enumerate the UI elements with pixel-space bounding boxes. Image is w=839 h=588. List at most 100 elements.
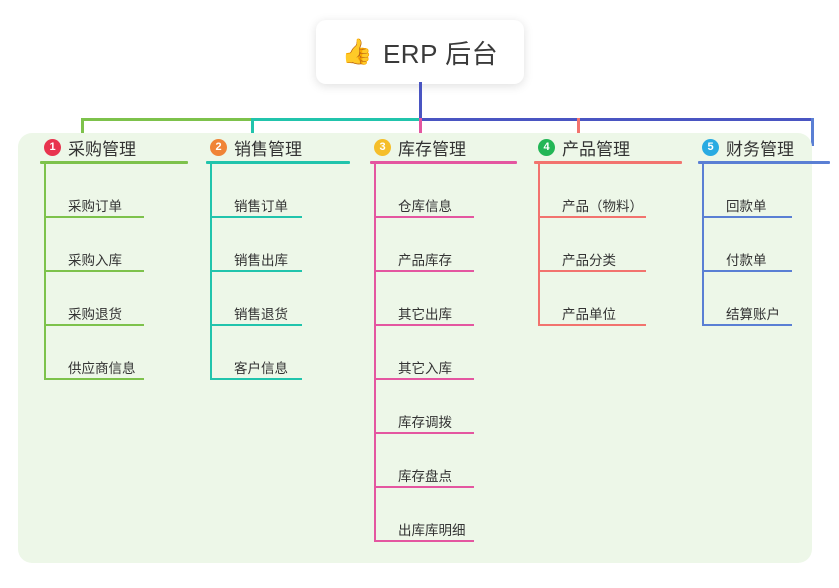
branch-column-财务管理: 5 财务管理回款单付款单结算账户 <box>698 133 830 326</box>
leaf-item[interactable]: 回款单 <box>698 164 830 218</box>
leaf-item[interactable]: 结算账户 <box>698 272 830 326</box>
branch-title: 库存管理 <box>398 139 466 159</box>
branch-spine <box>44 164 46 380</box>
branch-index-badge: 1 <box>44 138 61 156</box>
root-node-label: ERP 后台 <box>382 38 499 69</box>
leaf-label: 付款单 <box>726 252 767 268</box>
leaf-item[interactable]: 产品库存 <box>370 218 517 272</box>
leaf-item[interactable]: 采购入库 <box>40 218 188 272</box>
branch-header[interactable]: 3 库存管理 <box>370 133 517 161</box>
leaf-underline <box>374 486 474 488</box>
root-node[interactable]: 👍 ERP 后台 <box>316 20 524 84</box>
segment-purchasing <box>82 118 252 121</box>
leaf-item[interactable]: 客户信息 <box>206 326 350 380</box>
branch-underline <box>206 161 350 164</box>
leaf-label: 销售退货 <box>234 306 288 322</box>
leaf-item[interactable]: 产品分类 <box>534 218 682 272</box>
branch-header[interactable]: 2 销售管理 <box>206 133 350 161</box>
branch-children: 回款单付款单结算账户 <box>698 164 830 326</box>
branch-column-产品管理: 4 产品管理产品（物料） 产品分类产品单位 <box>534 133 682 326</box>
drop-product <box>577 118 580 146</box>
leaf-label: 客户信息 <box>234 360 288 376</box>
leaf-underline <box>538 324 646 326</box>
leaf-label: 其它入库 <box>398 360 452 376</box>
leaf-label: 供应商信息 <box>68 360 136 376</box>
leaf-item[interactable]: 采购订单 <box>40 164 188 218</box>
leaf-underline <box>44 270 144 272</box>
leaf-underline <box>374 216 474 218</box>
leaf-underline <box>538 216 646 218</box>
branch-header[interactable]: 5 财务管理 <box>698 133 830 161</box>
segment-inventory <box>420 118 812 121</box>
leaf-item[interactable]: 销售退货 <box>206 272 350 326</box>
leaf-underline <box>44 216 144 218</box>
branch-spine <box>374 164 376 542</box>
thumbs-up-icon: 👍 <box>341 37 373 66</box>
drop-inventory <box>419 118 422 146</box>
leaf-item[interactable]: 出库库明细 <box>370 488 517 542</box>
leaf-underline <box>374 432 474 434</box>
drop-purchasing <box>81 118 84 146</box>
branch-header[interactable]: 1 采购管理 <box>40 133 188 161</box>
leaf-item[interactable]: 仓库信息 <box>370 164 517 218</box>
branch-column-采购管理: 1 采购管理采购订单采购入库采购退货供应商信息 <box>40 133 188 380</box>
leaf-label: 回款单 <box>726 198 767 214</box>
leaf-label: 采购退货 <box>68 306 122 322</box>
leaf-label: 产品分类 <box>562 252 616 268</box>
leaf-label: 产品库存 <box>398 252 452 268</box>
root-stem <box>419 82 422 121</box>
leaf-label: 采购入库 <box>68 252 122 268</box>
drop-finance <box>811 118 814 146</box>
branch-underline <box>534 161 682 164</box>
leaf-underline <box>702 270 792 272</box>
leaf-label: 其它出库 <box>398 306 452 322</box>
leaf-label: 仓库信息 <box>398 198 452 214</box>
branch-title: 销售管理 <box>234 139 302 159</box>
leaf-underline <box>374 324 474 326</box>
leaf-item[interactable]: 付款单 <box>698 218 830 272</box>
leaf-underline <box>44 324 144 326</box>
drop-sales <box>251 118 254 146</box>
leaf-item[interactable]: 库存盘点 <box>370 434 517 488</box>
branch-index-badge: 3 <box>374 138 391 156</box>
leaf-item[interactable]: 产品（物料） <box>534 164 682 218</box>
leaf-label: 库存调拨 <box>398 414 452 430</box>
leaf-underline <box>702 216 792 218</box>
branch-panel: 1 采购管理采购订单采购入库采购退货供应商信息 2 销售管理销售订单销售出库销售退货客… <box>18 133 830 563</box>
leaf-item[interactable]: 库存调拨 <box>370 380 517 434</box>
leaf-item[interactable]: 其它出库 <box>370 272 517 326</box>
leaf-underline <box>210 378 302 380</box>
branch-spine <box>538 164 540 326</box>
branch-children: 仓库信息产品库存其它出库其它入库库存调拨库存盘点出库库明细 <box>370 164 517 542</box>
branch-index-badge: 4 <box>538 138 555 156</box>
branch-spine <box>702 164 704 326</box>
branch-header[interactable]: 4 产品管理 <box>534 133 682 161</box>
leaf-label: 销售订单 <box>234 198 288 214</box>
leaf-underline <box>210 216 302 218</box>
branch-index-badge: 2 <box>210 138 227 156</box>
branch-children: 产品（物料） 产品分类产品单位 <box>534 164 682 326</box>
segment-sales <box>252 118 420 121</box>
leaf-label: 库存盘点 <box>398 468 452 484</box>
leaf-label: 产品单位 <box>562 306 616 322</box>
branch-title: 产品管理 <box>562 139 630 159</box>
branch-column-销售管理: 2 销售管理销售订单销售出库销售退货客户信息 <box>206 133 350 380</box>
branch-title: 财务管理 <box>726 139 794 159</box>
branch-children: 采购订单采购入库采购退货供应商信息 <box>40 164 188 380</box>
leaf-underline <box>374 270 474 272</box>
leaf-item[interactable]: 产品单位 <box>534 272 682 326</box>
leaf-label: 采购订单 <box>68 198 122 214</box>
branch-title: 采购管理 <box>68 139 136 159</box>
leaf-underline <box>44 378 144 380</box>
leaf-underline <box>210 270 302 272</box>
leaf-item[interactable]: 销售订单 <box>206 164 350 218</box>
leaf-underline <box>702 324 792 326</box>
leaf-label: 销售出库 <box>234 252 288 268</box>
leaf-item[interactable]: 供应商信息 <box>40 326 188 380</box>
branch-underline <box>40 161 188 164</box>
leaf-item[interactable]: 采购退货 <box>40 272 188 326</box>
branch-index-badge: 5 <box>702 138 719 156</box>
leaf-item[interactable]: 其它入库 <box>370 326 517 380</box>
leaf-item[interactable]: 销售出库 <box>206 218 350 272</box>
